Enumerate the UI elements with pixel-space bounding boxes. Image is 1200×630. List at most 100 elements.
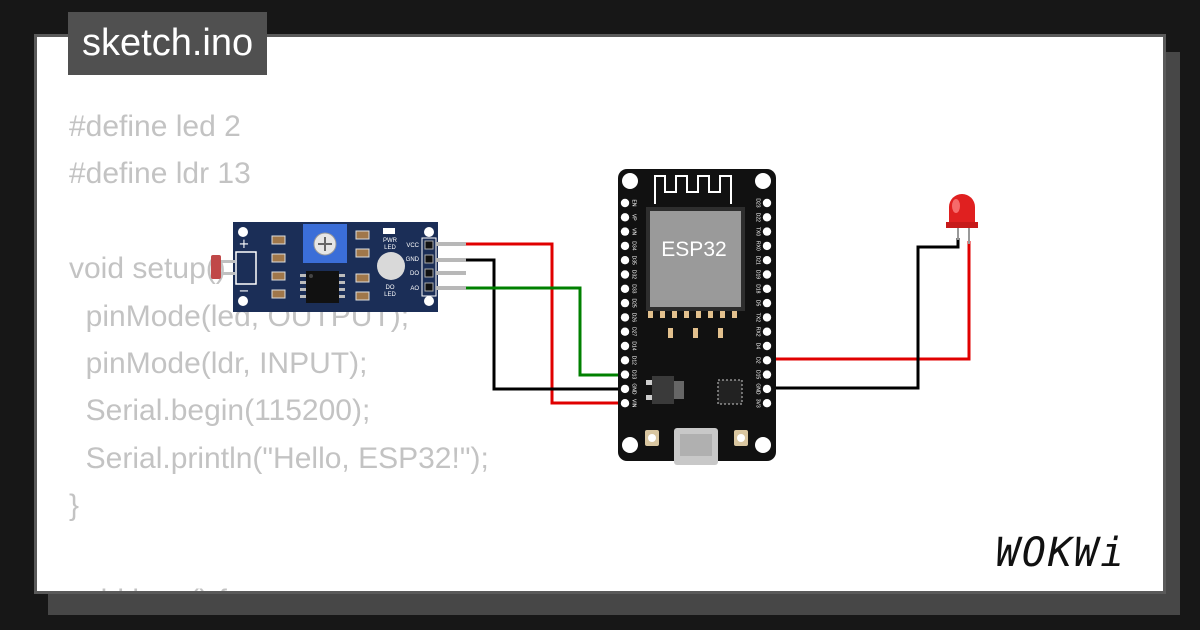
esp32-pin-hole[interactable] [620, 198, 630, 208]
esp32-pin-label: D5 [755, 300, 761, 307]
esp32-pin-label: D32 [631, 270, 637, 279]
wire-ao-green [465, 286, 630, 377]
esp32-pin-label: D14 [631, 341, 637, 350]
esp32-pin-hole[interactable] [620, 384, 630, 394]
esp32-pin-label: D22 [755, 213, 761, 222]
esp32-pin-label: TX0 [755, 227, 761, 236]
esp32-pin-hole[interactable] [762, 313, 772, 322]
esp32-pin-label: GND [631, 383, 637, 395]
esp32-pin-hole[interactable] [620, 298, 630, 308]
esp32-pin-hole[interactable] [762, 356, 772, 365]
code-line: Serial.begin(115200); [69, 394, 371, 428]
esp32-pin-hole[interactable] [762, 298, 772, 308]
esp32-pin-label: TX2 [755, 313, 761, 322]
esp32-pin-hole[interactable] [762, 213, 772, 222]
esp32-pin-label: RX0 [755, 241, 761, 251]
esp32-pin-label: D27 [631, 327, 637, 336]
esp32-pin-hole[interactable] [762, 270, 772, 279]
esp32-pin-label: VP [631, 214, 637, 221]
esp32-pin-label: D23 [755, 198, 761, 207]
esp32-pin-hole[interactable] [620, 327, 630, 336]
esp32-shield-can [650, 211, 741, 307]
esp32-pin-label: D18 [755, 284, 761, 293]
sketch-filename: sketch.ino [68, 12, 268, 75]
esp32-pin-label: D25 [631, 299, 637, 308]
esp32-pin-hole[interactable] [620, 256, 630, 265]
minus-label: − [239, 284, 250, 299]
voltage-regulator [652, 376, 674, 404]
esp32-pin-label: EN [631, 200, 637, 207]
esp32-pin-hole[interactable] [620, 270, 630, 279]
do-led-label-2: LED [384, 292, 396, 298]
code-line: pinMode(ldr, INPUT); [69, 346, 368, 380]
esp32-pin-hole[interactable] [762, 370, 772, 379]
esp32-pin-label: VN [631, 228, 637, 235]
esp32-pin-hole[interactable] [762, 227, 772, 236]
esp32-pin-label: D34 [631, 241, 637, 250]
wire-led-black [764, 238, 960, 390]
esp32-pin-label: D15 [755, 370, 761, 379]
esp32-pin-label: VIN [631, 399, 637, 408]
esp32-pin-hole[interactable] [620, 227, 630, 236]
wire-led-red [764, 241, 971, 361]
plus-label: + [239, 237, 250, 252]
do-led [377, 252, 405, 280]
esp32-pin-hole[interactable] [620, 356, 630, 365]
wire-gnd-black [465, 258, 630, 391]
esp32-pin-label: D21 [755, 256, 761, 265]
code-line: #define ldr 13 [69, 157, 251, 191]
antenna-trace [654, 175, 732, 204]
pwr-led-label-1: PWR [383, 238, 398, 244]
esp32-right-pins: D23D22TX0RX0D21D19D18D5TX2RX2D4D2D15GND3… [755, 198, 772, 408]
red-led[interactable] [946, 194, 978, 244]
esp32-pin-hole[interactable] [620, 313, 630, 322]
esp32-pin-hole[interactable] [762, 399, 772, 408]
esp32-pin-hole[interactable] [620, 284, 630, 293]
pin-label-do: DO [410, 271, 419, 277]
esp32-devkit[interactable]: ESP32 ENVPVND34D35D32D33D25D26D27D14D12D… [618, 169, 776, 465]
esp32-pin-hole[interactable] [620, 341, 630, 351]
pin-label-ao: AO [410, 286, 419, 292]
pin-label-gnd: GND [406, 257, 420, 263]
ldr-sensor-module[interactable]: + − PWR LED DO LED VCC G [211, 222, 466, 312]
esp32-chip-label: ESP32 [661, 238, 726, 261]
pwr-led-label-2: LED [384, 245, 396, 251]
esp32-pin-label: D19 [755, 270, 761, 279]
esp32-pin-hole[interactable] [620, 241, 630, 251]
wire-vcc-red [465, 242, 630, 405]
code-line: void loop() { [69, 577, 489, 591]
esp32-pin-hole[interactable] [620, 399, 630, 408]
do-led-label-1: DO [386, 285, 395, 291]
esp32-pin-hole[interactable] [762, 384, 772, 394]
code-line: #define led 2 [69, 110, 241, 143]
esp32-pin-label: RX2 [755, 327, 761, 337]
esp32-pin-hole[interactable] [762, 284, 772, 293]
esp32-pin-label: D33 [631, 284, 637, 293]
esp32-pin-hole[interactable] [762, 241, 772, 251]
esp32-pin-label: D35 [631, 256, 637, 265]
esp32-pin-hole[interactable] [762, 327, 772, 336]
esp32-pin-hole[interactable] [762, 198, 772, 208]
esp32-pin-hole[interactable] [620, 213, 630, 222]
esp32-pin-hole[interactable] [762, 256, 772, 265]
wokwi-logo-text: WOKWi [996, 530, 1126, 576]
wokwi-logo: WOKWi [996, 530, 1126, 576]
esp32-pin-label: GND [755, 383, 761, 395]
esp32-pin-label: D13 [631, 370, 637, 379]
esp32-pin-label: D12 [631, 356, 637, 365]
esp32-pin-label: D4 [755, 343, 761, 350]
code-line: } [69, 489, 80, 523]
photoresistor [211, 255, 221, 279]
code-line: Serial.println("Hello, ESP32!"); [69, 441, 489, 475]
usb-uart-chip [717, 379, 743, 405]
esp32-pin-hole[interactable] [762, 341, 772, 351]
esp32-pin-label: 3V3 [755, 399, 761, 408]
pin-label-vcc: VCC [406, 243, 419, 249]
wires [465, 238, 971, 405]
esp32-pin-label: D26 [631, 313, 637, 322]
esp32-pin-hole[interactable] [620, 370, 630, 379]
